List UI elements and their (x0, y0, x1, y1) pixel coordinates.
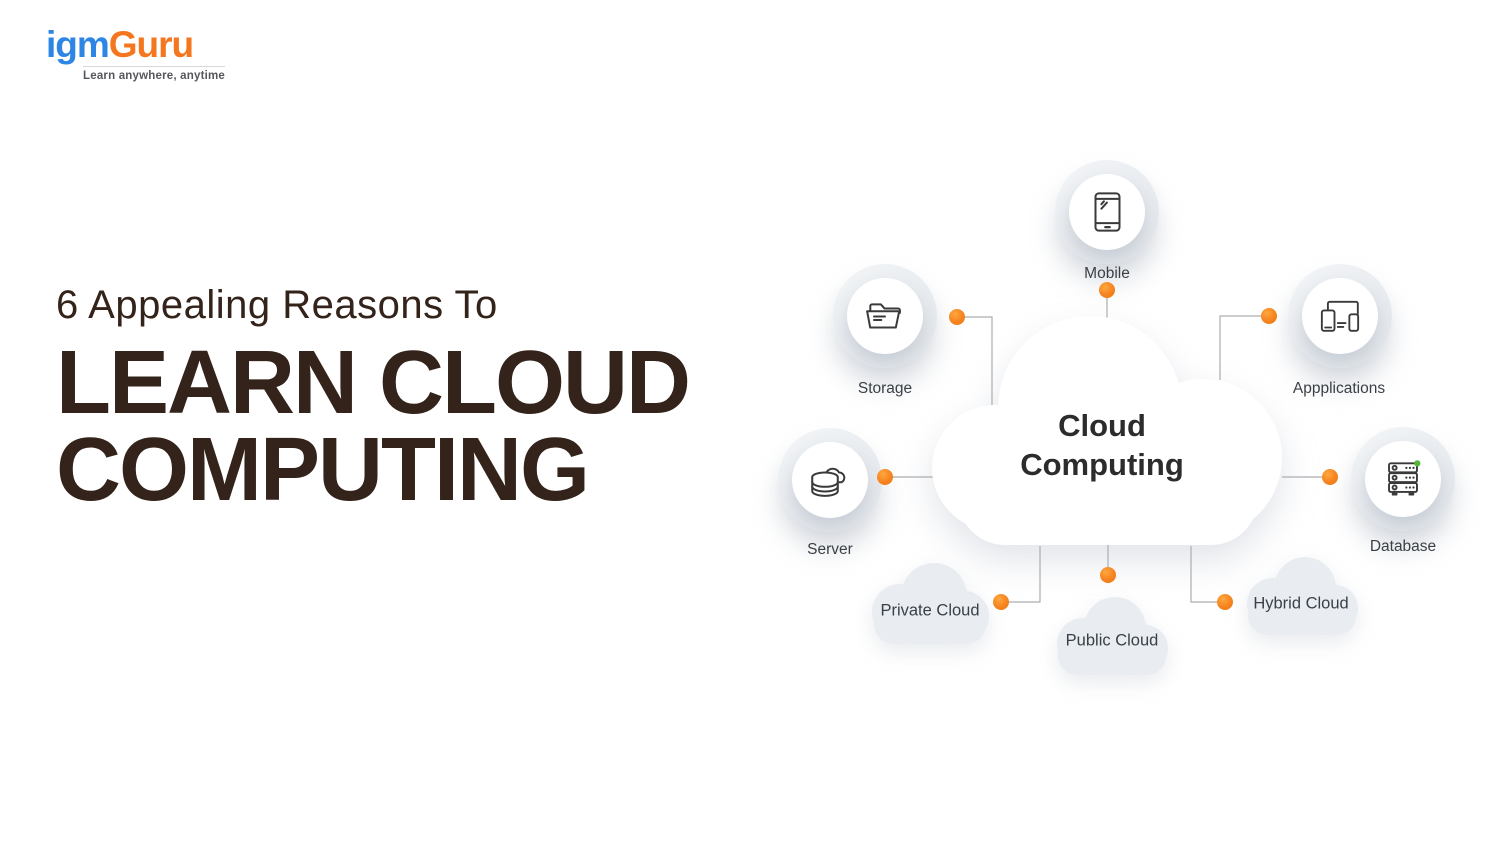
headline-title-line1: LEARN CLOUD (56, 333, 691, 433)
server-rack-icon (1388, 460, 1421, 496)
headline-block: 6 Appealing Reasons To LEARN CLOUD COMPU… (56, 283, 691, 521)
public-cloud-label: Public Cloud (1065, 631, 1159, 650)
brand-logo-part-guru: Guru (108, 24, 194, 65)
private-cloud-connector-dot (993, 594, 1009, 610)
node-applications-inner (1302, 278, 1378, 354)
private-cloud-shape (860, 556, 1000, 661)
headline-kicker: 6 Appealing Reasons To (56, 283, 498, 327)
public-cloud-shape (1045, 592, 1180, 692)
applications-connector-dot (1261, 308, 1277, 324)
node-applications (1288, 264, 1392, 368)
brand-logo: igmGuru Learn anywhere, anytime (46, 26, 226, 82)
central-cloud-title-line1: Cloud (1058, 408, 1146, 443)
node-server-inner (792, 442, 868, 518)
status-green-dot (1414, 460, 1421, 467)
brand-logo-part-igm: igm (46, 24, 110, 65)
brand-logo-text: igmGuru (46, 26, 225, 63)
public-cloud-connector-dot (1100, 567, 1116, 583)
node-server (778, 428, 882, 532)
private-cloud-label: Private Cloud (880, 601, 980, 620)
headline-title: LEARN CLOUD COMPUTING (56, 333, 691, 521)
node-server-label: Server (807, 541, 853, 558)
hybrid-cloud-connector-dot (1217, 594, 1233, 610)
hybrid-cloud-label: Hybrid Cloud (1253, 594, 1349, 613)
cloud-server-icon (811, 467, 846, 497)
database-connector-dot (1322, 469, 1338, 485)
central-cloud-title-line2: Computing (1020, 447, 1184, 482)
node-database-inner (1365, 441, 1441, 517)
node-mobile-inner (1069, 174, 1145, 250)
node-mobile-label: Mobile (1084, 265, 1130, 282)
hybrid-cloud-shape (1235, 552, 1370, 652)
node-applications-label: Appplications (1292, 380, 1386, 397)
brand-tagline: Learn anywhere, anytime (83, 66, 226, 82)
open-folder-icon (866, 303, 901, 329)
node-storage-inner (847, 278, 923, 354)
node-storage (833, 264, 937, 368)
node-mobile (1055, 160, 1159, 264)
node-database (1351, 427, 1455, 531)
server-connector-dot (877, 469, 893, 485)
central-cloud-shape (932, 316, 1282, 545)
mobile-connector-dot (1099, 282, 1115, 298)
central-cloud-title: Cloud Computing (1020, 406, 1184, 484)
node-database-label: Database (1369, 538, 1437, 555)
headline-title-line2: COMPUTING (56, 420, 590, 521)
smartphone-icon (1094, 192, 1121, 232)
devices-icon (1320, 300, 1360, 332)
node-storage-label: Storage (857, 380, 913, 397)
storage-connector-dot (949, 309, 965, 325)
